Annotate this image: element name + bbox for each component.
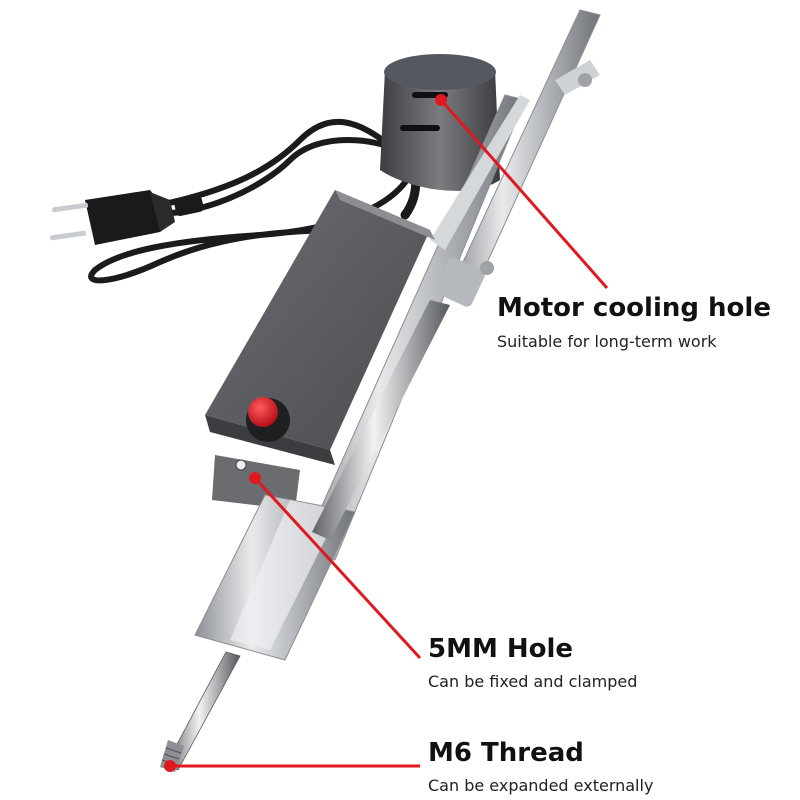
dot-hole (249, 472, 261, 484)
callout-thread-subtitle: Can be expanded externally (428, 776, 654, 795)
leader-line-hole (253, 476, 422, 660)
slide-channel (194, 494, 356, 661)
callout-cooling-title: Motor cooling hole (497, 293, 771, 323)
push-rod (160, 651, 241, 772)
callout-hole-title: 5MM Hole (428, 634, 574, 664)
callout-cooling-subtitle: Suitable for long-term work (497, 332, 717, 351)
dot-cooling (435, 94, 447, 106)
callout-dots (164, 94, 447, 772)
motor-housing (380, 54, 500, 191)
power-plug (50, 190, 204, 245)
dot-thread (164, 760, 176, 772)
guide-rod (312, 257, 494, 540)
callout-leaders (170, 99, 609, 768)
control-box (205, 190, 435, 465)
power-knob (246, 397, 290, 442)
mounting-frame (299, 9, 601, 561)
callout-hole-subtitle: Can be fixed and clamped (428, 672, 638, 691)
callout-thread-title: M6 Thread (428, 738, 584, 768)
leader-line-cooling (439, 99, 609, 289)
